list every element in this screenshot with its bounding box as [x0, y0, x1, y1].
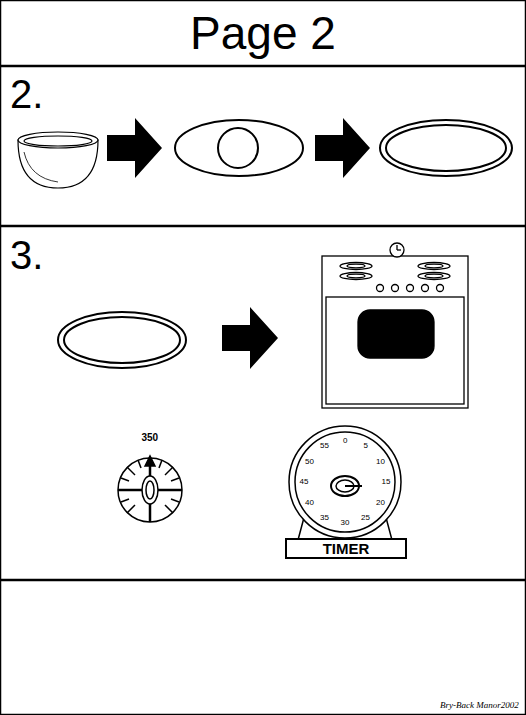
divider: [0, 225, 526, 228]
timer-number: 10: [376, 458, 385, 466]
timer-number: 15: [382, 478, 391, 486]
step-number: 2.: [10, 74, 43, 114]
step-number: 3.: [10, 235, 43, 275]
timer-number: 35: [320, 514, 329, 522]
timer-number: 30: [341, 519, 350, 527]
timer-number: 20: [376, 499, 385, 507]
step-arrow: [222, 307, 278, 369]
temperature-dial: [118, 456, 182, 522]
signature: Bry-Back Manor2002: [440, 701, 519, 710]
oven-icon: [322, 243, 468, 408]
timer-label-plate: TIMER: [285, 538, 407, 559]
divider: [0, 579, 526, 582]
timer-number: 50: [305, 458, 314, 466]
step-arrow: [315, 118, 370, 178]
timer-number: 5: [364, 442, 368, 450]
step-arrow: [107, 118, 162, 178]
dough-ball-icon: [175, 120, 303, 176]
timer-number: 40: [305, 499, 314, 507]
pan-icon: [380, 120, 512, 176]
timer-number: 45: [300, 478, 309, 486]
kitchen-timer: [289, 426, 401, 540]
bowl-icon: [18, 132, 98, 188]
timer-number: 55: [320, 442, 329, 450]
temperature-value: 350: [142, 433, 159, 443]
pan-icon: [58, 312, 186, 368]
timer-number: 0: [343, 437, 347, 445]
timer-number: 25: [361, 514, 370, 522]
divider: [0, 65, 526, 68]
page-title: Page 2: [0, 10, 526, 56]
timer-label: TIMER: [323, 541, 370, 556]
